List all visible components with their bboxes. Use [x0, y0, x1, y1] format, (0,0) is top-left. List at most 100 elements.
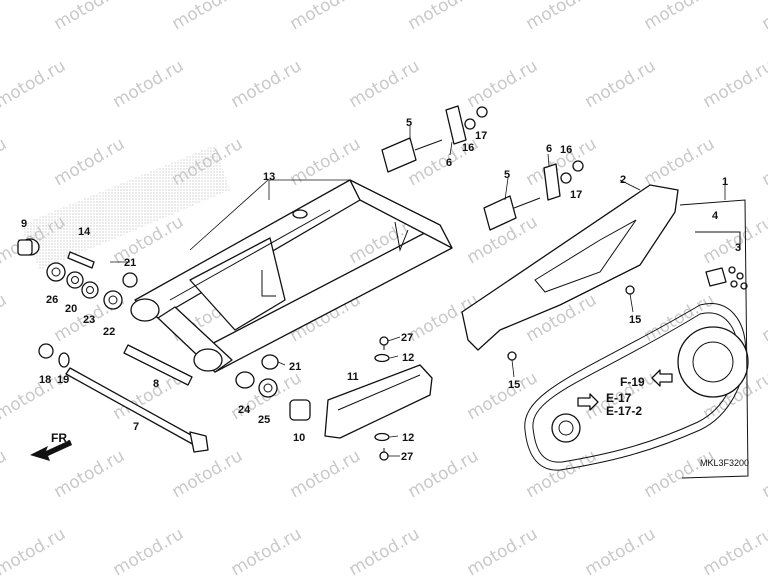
callout-15-lower: 15 — [508, 379, 520, 391]
callout-18: 18 — [39, 374, 51, 386]
callout-21-upper: 21 — [124, 257, 136, 269]
chain-slider — [324, 364, 433, 439]
reference-e17-2: E-17-2 — [606, 404, 642, 418]
watermark-text: motod.ru — [346, 56, 424, 112]
reference-f19: F-19 — [620, 375, 645, 389]
watermark-text: motod.ru — [287, 0, 365, 34]
callout-5-lower: 5 — [504, 169, 510, 181]
watermark-text: motod.ru — [641, 0, 719, 34]
watermark-text: motod.ru — [759, 134, 768, 190]
watermark-text: motod.ru — [169, 446, 247, 502]
callout-1: 1 — [722, 176, 728, 188]
reference-e17: E-17 — [606, 391, 632, 405]
callout-6-lower: 6 — [546, 143, 552, 155]
pivot-collar-8 — [123, 344, 193, 386]
watermark-text: motod.ru — [405, 446, 483, 502]
callout-11: 11 — [347, 371, 359, 383]
callout-6-upper: 6 — [446, 157, 452, 169]
watermark-text: motod.ru — [759, 0, 768, 34]
leader-lines — [110, 126, 726, 457]
callout-7: 7 — [133, 421, 139, 433]
callout-4: 4 — [712, 210, 719, 222]
watermark-text: motod.ru — [759, 446, 768, 502]
watermark-text: motod.ru — [523, 446, 601, 502]
callout-25: 25 — [258, 414, 270, 426]
front-label: FR. — [51, 431, 70, 445]
callout-27-upper: 27 — [401, 332, 413, 344]
watermark-text: motod.ru — [169, 0, 247, 34]
callout-23: 23 — [83, 314, 95, 326]
bearings-right — [235, 354, 311, 421]
callout-10: 10 — [293, 432, 305, 444]
swingarm — [130, 179, 453, 373]
watermark-text: motod.ru — [464, 368, 542, 424]
callout-16-lower: 16 — [560, 144, 572, 156]
watermark-text: motod.ru — [700, 212, 768, 268]
callout-22: 22 — [103, 326, 115, 338]
pivot-bolt — [65, 367, 209, 453]
chain-case — [461, 184, 679, 361]
bearings-left — [46, 262, 138, 310]
callout-27-lower: 27 — [401, 451, 413, 463]
callout-8: 8 — [153, 378, 159, 390]
watermark-text: motod.ru — [228, 56, 306, 112]
watermark-text: motod.ru — [700, 524, 768, 576]
watermark-text: motod.ru — [700, 56, 768, 112]
watermark-text: motod.ru — [582, 56, 660, 112]
callout-17-lower: 17 — [570, 189, 582, 201]
callout-numbers: 1 2 3 4 5 5 6 6 7 8 9 10 11 12 12 13 14 … — [21, 117, 741, 463]
drive-chain — [524, 303, 749, 471]
watermark-text: motod.ru — [287, 446, 365, 502]
callout-3: 3 — [735, 242, 741, 254]
chain-adjuster-lower — [483, 160, 584, 231]
watermark-text: motod.ru — [523, 134, 601, 190]
watermark-text: motod.ru — [0, 524, 69, 576]
watermark-text: motod.ru — [641, 134, 719, 190]
chain-adjuster-upper — [381, 105, 488, 173]
watermark-text: motod.ru — [110, 524, 188, 576]
callout-20: 20 — [65, 303, 77, 315]
front-arrow: FR. — [30, 431, 72, 461]
watermark-text: motod.ru — [582, 524, 660, 576]
callout-26: 26 — [46, 294, 58, 306]
watermark-text: motod.ru — [464, 56, 542, 112]
callout-24: 24 — [238, 404, 251, 416]
watermark-text: motod.ru — [51, 446, 129, 502]
watermark-text: motod.ru — [0, 290, 10, 346]
master-link-kit — [705, 266, 748, 290]
watermark-text: motod.ru — [0, 56, 69, 112]
watermark-text: motod.ru — [110, 56, 188, 112]
callout-2: 2 — [620, 174, 626, 186]
callout-21-lower: 21 — [289, 361, 301, 373]
watermark-text: motod.ru — [51, 134, 129, 190]
nut-washer-18-19 — [38, 343, 70, 368]
watermark-text: motod.ru — [0, 0, 10, 34]
callout-5-upper: 5 — [406, 117, 412, 129]
watermark-text: motod.ru — [523, 0, 601, 34]
callout-9: 9 — [21, 218, 27, 230]
watermark-text: motod.ru — [0, 446, 10, 502]
background-hatching — [20, 145, 230, 270]
pivot-bushing-14 — [67, 251, 95, 269]
watermark-text: motod.ru — [228, 524, 306, 576]
diagram-code: MKL3F3200 — [700, 458, 749, 468]
callout-16-upper: 16 — [462, 142, 474, 154]
callout-13: 13 — [263, 171, 275, 183]
watermark-text: motod.ru — [759, 290, 768, 346]
watermark-text: motod.ru — [641, 446, 719, 502]
watermark-text: motod.ru — [464, 524, 542, 576]
watermark-text: motod.ru — [405, 0, 483, 34]
watermark-text: motod.ru — [51, 0, 129, 34]
callout-17-upper: 17 — [475, 130, 487, 142]
callout-12-upper: 12 — [402, 352, 414, 364]
callout-14: 14 — [78, 226, 91, 238]
watermark-text: motod.ru — [0, 134, 10, 190]
watermark-text: motod.ru — [346, 524, 424, 576]
callout-12-lower: 12 — [402, 432, 414, 444]
callout-19: 19 — [57, 374, 69, 386]
callout-15-upper: 15 — [629, 314, 641, 326]
reference-arrows: F-19 E-17 E-17-2 — [577, 369, 673, 418]
pivot-collar-9 — [17, 238, 40, 256]
